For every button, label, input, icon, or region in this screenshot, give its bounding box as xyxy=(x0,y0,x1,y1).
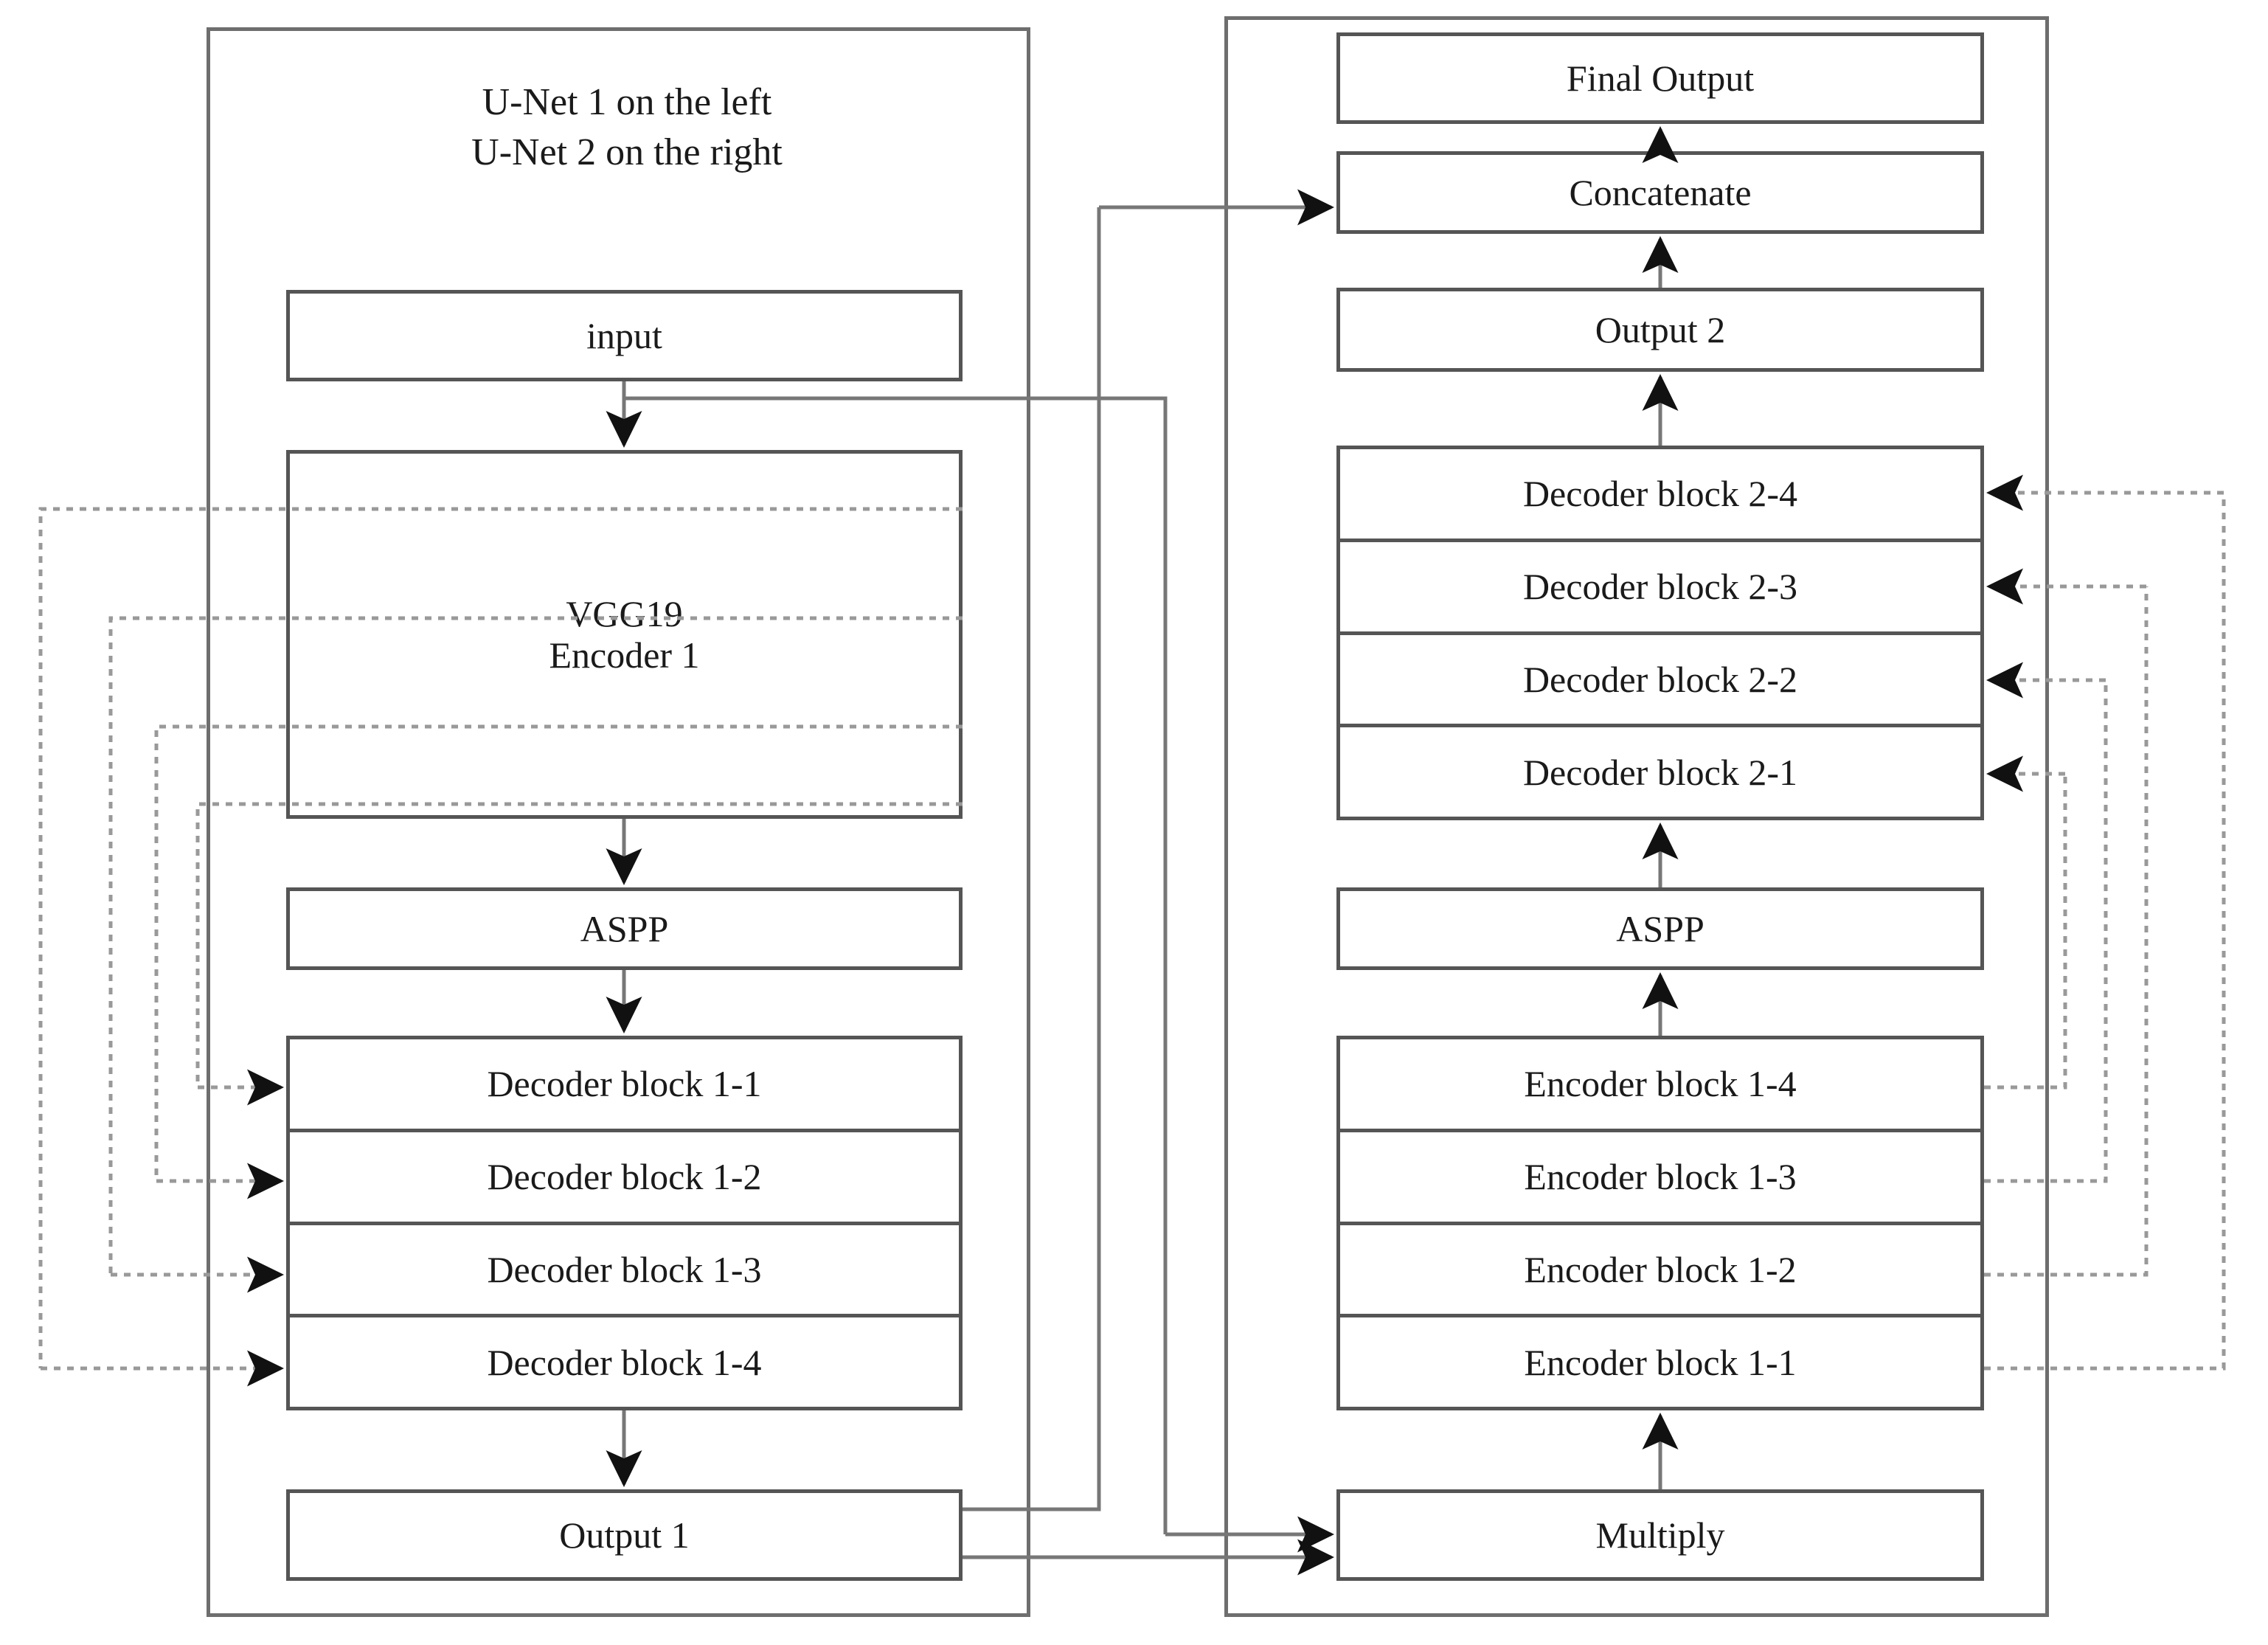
multiply-label: Multiply xyxy=(1595,1514,1725,1556)
decoder-block-1-2: Decoder block 1-2 xyxy=(290,1132,959,1225)
encoder1-stack: Encoder block 1-4 Encoder block 1-3 Enco… xyxy=(1336,1036,1984,1410)
encoder-block-1-2-label: Encoder block 1-2 xyxy=(1524,1248,1797,1290)
diagram-caption: U-Net 1 on the left U-Net 2 on the right xyxy=(471,81,783,173)
decoder1-stack: Decoder block 1-1 Decoder block 1-2 Deco… xyxy=(286,1036,963,1410)
decoder-block-1-3: Decoder block 1-3 xyxy=(290,1225,959,1318)
encoder-block-1-1: Encoder block 1-1 xyxy=(1340,1317,1980,1407)
decoder-block-2-2: Decoder block 2-2 xyxy=(1340,635,1980,728)
encoder1-label: Encoder 1 xyxy=(549,634,700,676)
decoder-block-2-4-label: Decoder block 2-4 xyxy=(1522,473,1798,515)
concatenate-label: Concatenate xyxy=(1569,172,1752,213)
decoder-block-2-4: Decoder block 2-4 xyxy=(1340,449,1980,542)
decoder-block-2-3: Decoder block 2-3 xyxy=(1340,542,1980,635)
concatenate-block: Concatenate xyxy=(1336,151,1984,234)
input-label: input xyxy=(586,315,662,356)
decoder-block-1-1-label: Decoder block 1-1 xyxy=(487,1063,762,1105)
aspp-right-label: ASPP xyxy=(1616,908,1705,949)
decoder-block-1-4-label: Decoder block 1-4 xyxy=(487,1341,762,1383)
decoder-block-1-1: Decoder block 1-1 xyxy=(290,1039,959,1132)
vgg19-encoder1-block: VGG19 Encoder 1 xyxy=(286,450,963,819)
decoder-block-2-1-label: Decoder block 2-1 xyxy=(1522,751,1798,793)
output2-block: Output 2 xyxy=(1336,288,1984,372)
encoder-block-1-4-label: Encoder block 1-4 xyxy=(1524,1063,1797,1105)
aspp-left-label: ASPP xyxy=(580,908,669,949)
input-block: input xyxy=(286,290,963,381)
output2-label: Output 2 xyxy=(1595,309,1726,350)
final-output-block: Final Output xyxy=(1336,32,1984,124)
multiply-block: Multiply xyxy=(1336,1489,1984,1581)
encoder-block-1-1-label: Encoder block 1-1 xyxy=(1524,1341,1797,1383)
decoder-block-1-2-label: Decoder block 1-2 xyxy=(487,1156,762,1198)
encoder-block-1-3-label: Encoder block 1-3 xyxy=(1524,1156,1797,1198)
final-output-label: Final Output xyxy=(1566,58,1755,99)
decoder-block-2-2-label: Decoder block 2-2 xyxy=(1522,658,1798,700)
decoder-block-1-3-label: Decoder block 1-3 xyxy=(487,1248,762,1290)
output1-block: Output 1 xyxy=(286,1489,963,1581)
encoder-block-1-2: Encoder block 1-2 xyxy=(1340,1225,1980,1318)
decoder-block-2-1: Decoder block 2-1 xyxy=(1340,727,1980,817)
decoder-block-2-3-label: Decoder block 2-3 xyxy=(1522,566,1798,608)
aspp-right-block: ASPP xyxy=(1336,887,1984,970)
aspp-left-block: ASPP xyxy=(286,887,963,970)
encoder-block-1-4: Encoder block 1-4 xyxy=(1340,1039,1980,1132)
encoder-block-1-3: Encoder block 1-3 xyxy=(1340,1132,1980,1225)
vgg19-label: VGG19 xyxy=(566,593,683,634)
output1-label: Output 1 xyxy=(559,1514,690,1556)
decoder2-stack: Decoder block 2-4 Decoder block 2-3 Deco… xyxy=(1336,446,1984,820)
decoder-block-1-4: Decoder block 1-4 xyxy=(290,1317,959,1407)
